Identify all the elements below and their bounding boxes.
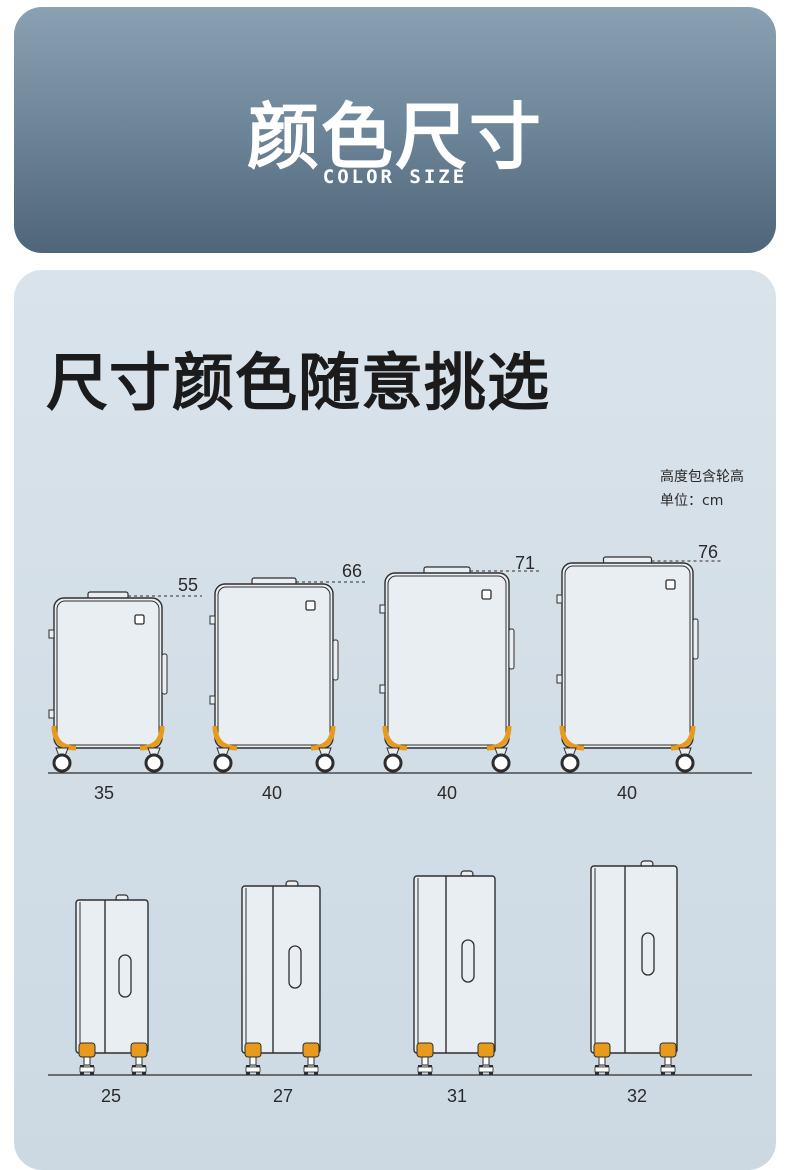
wheel-left bbox=[594, 1066, 610, 1073]
wheel-left bbox=[213, 753, 233, 773]
shell-inner bbox=[217, 586, 331, 746]
width-label-2: 40 bbox=[261, 783, 283, 803]
stud-top bbox=[379, 604, 386, 614]
corner-guard-left bbox=[559, 725, 585, 751]
height-label-3: 71 bbox=[515, 553, 536, 573]
stud-bottom bbox=[556, 674, 563, 684]
wheel-right bbox=[675, 753, 695, 773]
wheel-left bbox=[245, 1066, 261, 1073]
wheel-axle bbox=[83, 1056, 91, 1066]
height-label-1: 55 bbox=[178, 575, 199, 595]
banner-subtitle: COLOR SIZE bbox=[322, 166, 468, 188]
wheel-housing bbox=[416, 1042, 434, 1058]
height-note: 高度包含轮高 bbox=[660, 469, 744, 485]
side-shell bbox=[413, 875, 496, 1054]
wheel-right bbox=[478, 1066, 494, 1073]
wheel-housing bbox=[593, 1042, 611, 1058]
side-shell bbox=[241, 885, 321, 1054]
side-handle bbox=[508, 628, 515, 670]
stud-bottom bbox=[379, 684, 386, 694]
wheel-axle bbox=[664, 1056, 672, 1066]
wheel-axle bbox=[249, 1056, 257, 1066]
carry-handle bbox=[461, 939, 475, 983]
depth-label-1: 25 bbox=[100, 1086, 122, 1106]
side-handle bbox=[161, 653, 168, 695]
side-shell bbox=[590, 865, 678, 1054]
lock-icon bbox=[305, 600, 316, 611]
wheel-right bbox=[491, 753, 511, 773]
depth-label-2: 27 bbox=[272, 1086, 294, 1106]
wheel-housing bbox=[244, 1042, 262, 1058]
carry-handle bbox=[641, 932, 655, 976]
side-shell bbox=[75, 899, 149, 1054]
header-banner bbox=[14, 7, 776, 253]
corner-guard-right bbox=[486, 725, 512, 751]
wheel-housing bbox=[659, 1042, 677, 1058]
height-label-2: 66 bbox=[342, 561, 363, 581]
front-suitcase-4 bbox=[556, 556, 722, 773]
corner-guard-left bbox=[51, 725, 77, 751]
wheel-right bbox=[660, 1066, 676, 1073]
side-handle bbox=[332, 639, 339, 681]
lock-icon bbox=[481, 589, 492, 600]
stud-top bbox=[556, 594, 563, 604]
stud-bottom bbox=[48, 709, 55, 719]
corner-guard-left bbox=[382, 725, 408, 751]
lock-icon bbox=[665, 579, 676, 590]
section-heading: 尺寸颜色随意挑选 bbox=[46, 346, 551, 419]
wheel-housing bbox=[130, 1042, 148, 1058]
stud-top bbox=[48, 629, 55, 639]
carry-handle bbox=[118, 954, 132, 998]
corner-guard-right bbox=[670, 725, 696, 751]
lock-icon bbox=[134, 614, 145, 625]
wheel-right bbox=[131, 1066, 147, 1073]
front-view-row bbox=[48, 556, 722, 773]
banner-title: 颜色尺寸 bbox=[246, 95, 543, 179]
depth-label-3: 31 bbox=[446, 1086, 468, 1106]
wheel-axle bbox=[307, 1056, 315, 1066]
corner-guard-left bbox=[212, 725, 238, 751]
wheel-axle bbox=[421, 1056, 429, 1066]
wheel-axle bbox=[482, 1056, 490, 1066]
stud-top bbox=[209, 615, 216, 625]
side-suitcase-2 bbox=[241, 880, 321, 1075]
front-suitcase-1 bbox=[48, 591, 202, 773]
side-suitcase-3 bbox=[413, 870, 496, 1075]
shell-inner bbox=[387, 575, 507, 746]
wheel-right bbox=[303, 1066, 319, 1073]
wheel-left bbox=[417, 1066, 433, 1073]
shell-outer bbox=[53, 597, 163, 749]
side-suitcase-1 bbox=[75, 894, 149, 1075]
wheel-housing bbox=[78, 1042, 96, 1058]
width-label-4: 40 bbox=[616, 783, 638, 803]
front-suitcase-2 bbox=[209, 577, 366, 773]
shell-inner bbox=[56, 600, 160, 746]
wheel-left bbox=[383, 753, 403, 773]
shell-inner bbox=[564, 565, 691, 746]
wheel-housing bbox=[302, 1042, 320, 1058]
corner-guard-right bbox=[139, 725, 165, 751]
wheel-left bbox=[560, 753, 580, 773]
wheel-housing bbox=[477, 1042, 495, 1058]
wheel-left bbox=[79, 1066, 95, 1073]
unit-note: 单位：cm bbox=[660, 493, 724, 509]
width-label-1: 35 bbox=[93, 783, 115, 803]
wheel-left bbox=[52, 753, 72, 773]
corner-guard-right bbox=[310, 725, 336, 751]
wheel-right bbox=[315, 753, 335, 773]
front-suitcase-3 bbox=[379, 566, 540, 773]
shell-outer bbox=[561, 562, 694, 749]
side-handle bbox=[692, 618, 699, 660]
wheel-right bbox=[144, 753, 164, 773]
wheel-axle bbox=[598, 1056, 606, 1066]
wheel-axle bbox=[135, 1056, 143, 1066]
depth-label-4: 32 bbox=[626, 1086, 648, 1106]
width-label-3: 40 bbox=[436, 783, 458, 803]
side-suitcase-4 bbox=[590, 860, 678, 1075]
side-view-row bbox=[75, 860, 678, 1075]
height-label-4: 76 bbox=[698, 542, 719, 562]
stud-bottom bbox=[209, 695, 216, 705]
carry-handle bbox=[288, 945, 302, 989]
